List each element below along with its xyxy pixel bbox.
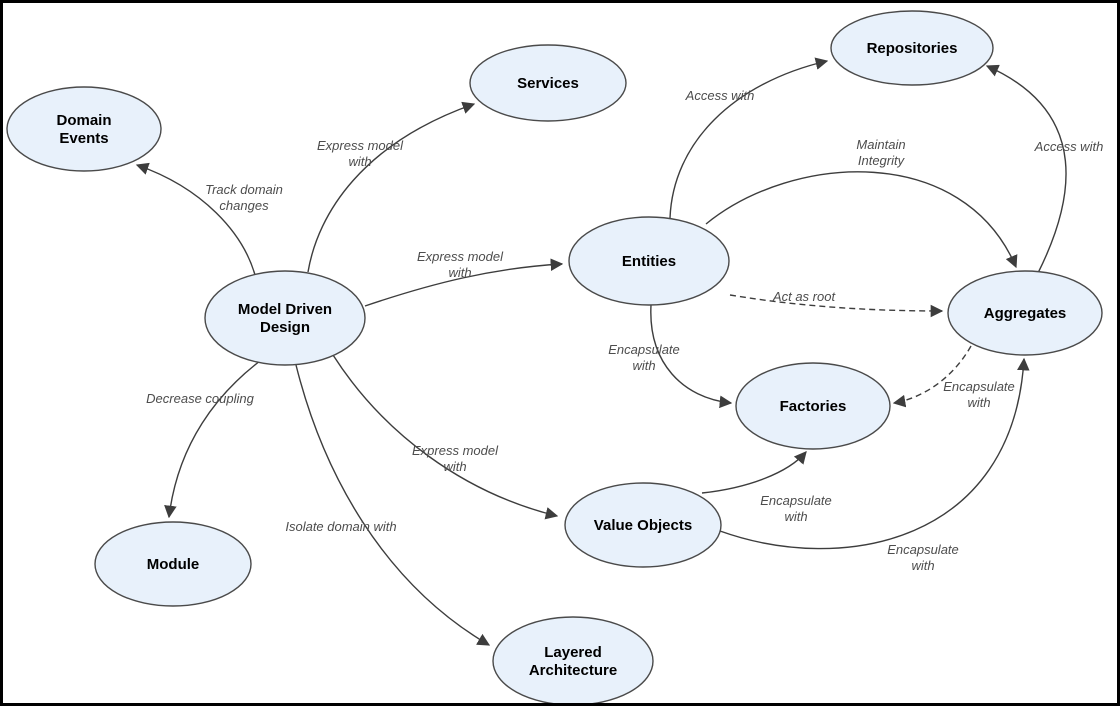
edge-express-model-value-objects [332,354,559,520]
edge-label-encapsulate-value-objects-factories-line2: with [784,509,807,524]
domain-events-ellipse [6,86,162,172]
edge-label-track-domain-changes-line1: Track domain [205,182,283,197]
factories-ellipse [735,362,891,450]
services-label: Services [517,75,579,92]
aggregates-ellipse [947,270,1103,356]
edge-express-model-entities [364,258,564,307]
edge-label-encapsulate-value-objects-aggregates-line1: Encapsulate [887,542,959,557]
edge-label-isolate-domain: Isolate domain with [285,519,396,534]
node-factories: Factories [735,362,891,450]
edge-label-encapsulate-entities-factories-line1: Encapsulate [608,342,680,357]
edge-label-maintain-integrity-line1: Maintain [856,137,905,152]
nodes-layer: Domain Events Services Repositories Enti… [6,10,1103,703]
edge-label-express-model-services-line1: Express model [317,138,404,153]
factories-label: Factories [780,398,847,415]
repositories-ellipse [830,10,994,86]
edge-access-with-entities [669,57,829,219]
entities-label: Entities [622,253,676,270]
edge-track-domain-changes [135,162,256,276]
module-ellipse [94,521,252,607]
edge-access-with-aggregates [985,64,1067,274]
layered-architecture-label-line1: Layered [544,644,602,661]
value-objects-ellipse [564,482,722,568]
edge-label-decrease-coupling: Decrease coupling [146,391,254,406]
edge-encapsulate-value-objects-factories [701,451,807,494]
edge-label-encapsulate-entities-factories-line2: with [632,358,655,373]
edge-label-track-domain-changes-line2: changes [219,198,269,213]
edge-label-express-model-services-line2: with [348,154,371,169]
edge-label-encapsulate-value-objects-aggregates-line2: with [911,558,934,573]
node-layered-architecture: Layered Architecture [492,616,654,703]
edge-isolate-domain [295,364,491,646]
edge-label-encapsulate-aggregates-factories-line2: with [967,395,990,410]
module-label: Module [147,556,200,573]
edge-label-access-with-aggregates: Access with [1034,139,1104,154]
edge-label-encapsulate-value-objects-factories-line1: Encapsulate [760,493,832,508]
edge-label-encapsulate-aggregates-factories-line1: Encapsulate [943,379,1015,394]
repositories-label: Repositories [867,40,958,57]
node-repositories: Repositories [830,10,994,86]
edge-encapsulate-value-objects-aggregates [719,357,1030,550]
node-aggregates: Aggregates [947,270,1103,356]
entities-ellipse [568,216,730,306]
node-entities: Entities [568,216,730,306]
edge-encapsulate-aggregates-factories [892,345,972,408]
node-domain-events: Domain Events [6,86,162,172]
edge-label-express-model-entities-line1: Express model [417,249,504,264]
aggregates-label: Aggregates [984,305,1067,322]
edge-label-act-as-root: Act as root [772,289,837,304]
services-ellipse [469,44,627,122]
model-driven-design-label-line1: Model Driven [238,301,332,318]
edge-label-access-with-entities: Access with [685,88,755,103]
domain-events-label-line2: Events [59,130,108,147]
layered-architecture-ellipse [492,616,654,703]
node-value-objects: Value Objects [564,482,722,568]
layered-architecture-label-line2: Architecture [529,662,617,679]
edge-decrease-coupling [164,360,261,519]
edge-encapsulate-entities-factories [650,304,733,409]
domain-events-label-line1: Domain [56,112,111,129]
edge-express-model-services [307,101,476,273]
edge-act-as-root [729,294,944,318]
edge-label-express-model-entities-line2: with [448,265,471,280]
model-driven-design-label-line2: Design [260,319,310,336]
edge-maintain-integrity [705,171,1018,269]
edge-label-maintain-integrity-line2: Integrity [858,153,906,168]
node-services: Services [469,44,627,122]
node-model-driven-design: Model Driven Design [204,270,366,366]
value-objects-label: Value Objects [594,517,692,534]
model-driven-design-ellipse [204,270,366,366]
edge-label-express-model-value-objects-line2: with [443,459,466,474]
edges-layer: Track domain changes Express model with … [135,57,1104,646]
edge-label-express-model-value-objects-line1: Express model [412,443,499,458]
ddd-pattern-map: Track domain changes Express model with … [6,10,1104,703]
node-module: Module [94,521,252,607]
